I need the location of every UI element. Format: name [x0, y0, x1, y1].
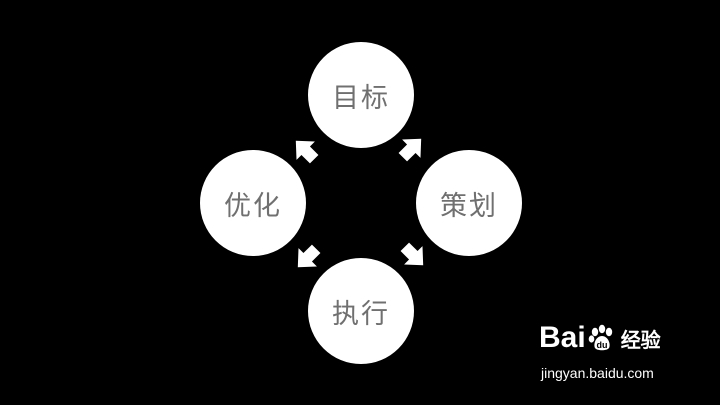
node-plan: 策划: [416, 150, 522, 256]
node-goal-label: 目标: [332, 82, 390, 114]
node-goal: 目标: [308, 42, 414, 148]
paw-icon: du: [588, 324, 612, 351]
arrow-optimize-to-goal-icon: [295, 140, 319, 164]
node-optimize: 优化: [200, 150, 306, 256]
arrow-goal-to-plan-icon: [398, 138, 422, 162]
node-execute-label: 执行: [332, 298, 390, 330]
node-execute: 执行: [308, 258, 414, 364]
watermark-brand-prefix: Bai: [539, 321, 586, 354]
arrow-execute-to-optimize-icon: [297, 244, 321, 268]
watermark-brand-suffix: 经验: [620, 327, 661, 352]
watermark-url: jingyan.baidu.com: [541, 365, 654, 381]
node-plan-label: 策划: [440, 190, 498, 222]
watermark-brand: Bai du 经验: [539, 321, 661, 355]
arrow-plan-to-execute-icon: [400, 242, 424, 266]
watermark: Bai du 经验 jingyan.baidu.com: [539, 317, 684, 389]
node-optimize-label: 优化: [224, 190, 282, 222]
svg-text:du: du: [596, 340, 607, 350]
